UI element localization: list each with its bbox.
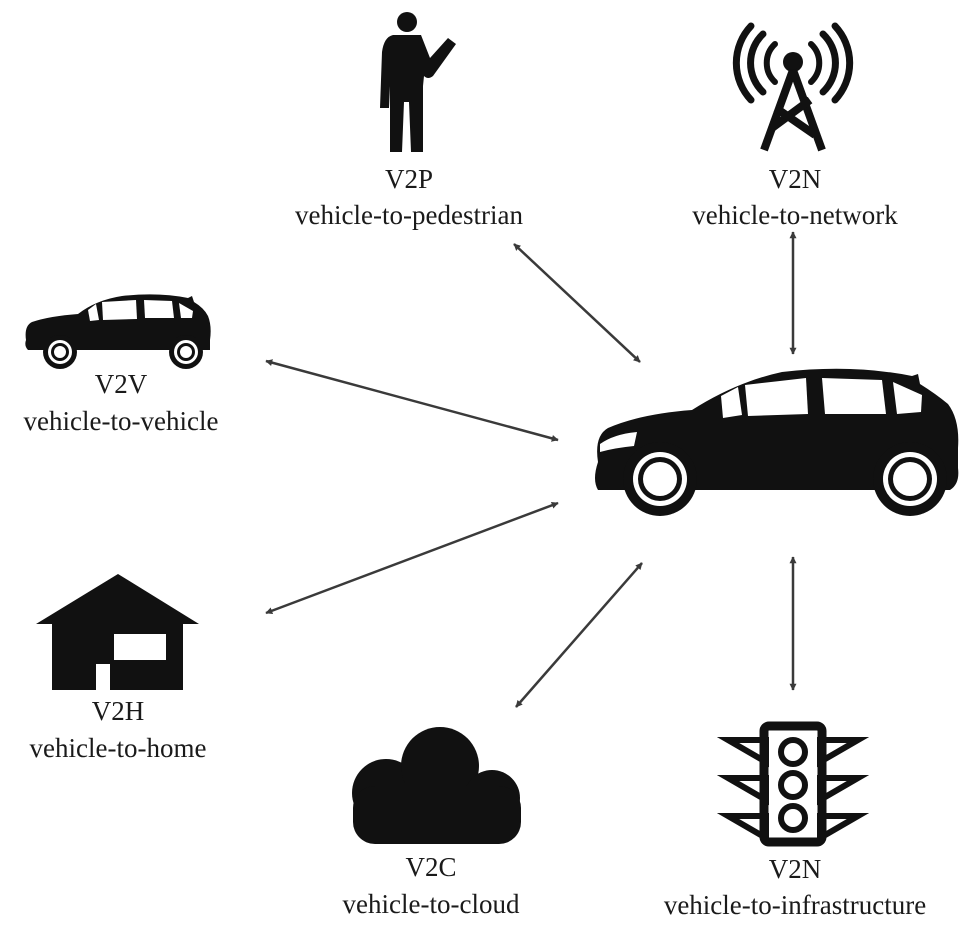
label-vehicle: V2V vehicle-to-vehicle [24, 369, 219, 436]
label-cloud-code: V2C [405, 852, 456, 882]
label-infrastructure: V2N vehicle-to-infrastructure [664, 854, 926, 920]
label-home: V2H vehicle-to-home [30, 696, 207, 763]
label-pedestrian-desc: vehicle-to-pedestrian [295, 200, 523, 230]
label-network-desc: vehicle-to-network [692, 200, 898, 230]
label-home-code: V2H [92, 696, 145, 726]
traffic-light-icon [716, 721, 870, 847]
person-icon [380, 12, 456, 152]
hub-car-icon [595, 368, 959, 516]
label-pedestrian: V2P vehicle-to-pedestrian [295, 164, 523, 230]
label-network-code: V2N [769, 164, 822, 194]
connector-vehicle [265, 359, 559, 442]
vehicle-car-icon [25, 294, 211, 369]
cloud-icon [352, 727, 521, 844]
cell-tower-icon [732, 22, 854, 152]
label-home-desc: vehicle-to-home [30, 733, 207, 763]
label-cloud: V2C vehicle-to-cloud [343, 852, 520, 919]
connector-home [265, 501, 559, 615]
connectors [265, 231, 797, 708]
connector-cloud [515, 562, 643, 708]
house-icon [36, 574, 199, 690]
label-infrastructure-desc: vehicle-to-infrastructure [664, 890, 926, 920]
label-vehicle-code: V2V [95, 369, 148, 399]
label-vehicle-desc: vehicle-to-vehicle [24, 406, 219, 436]
label-infrastructure-code: V2N [769, 854, 822, 884]
label-pedestrian-code: V2P [385, 164, 433, 194]
label-cloud-desc: vehicle-to-cloud [343, 889, 520, 919]
connector-pedestrian [513, 243, 641, 363]
label-network: V2N vehicle-to-network [692, 164, 898, 230]
